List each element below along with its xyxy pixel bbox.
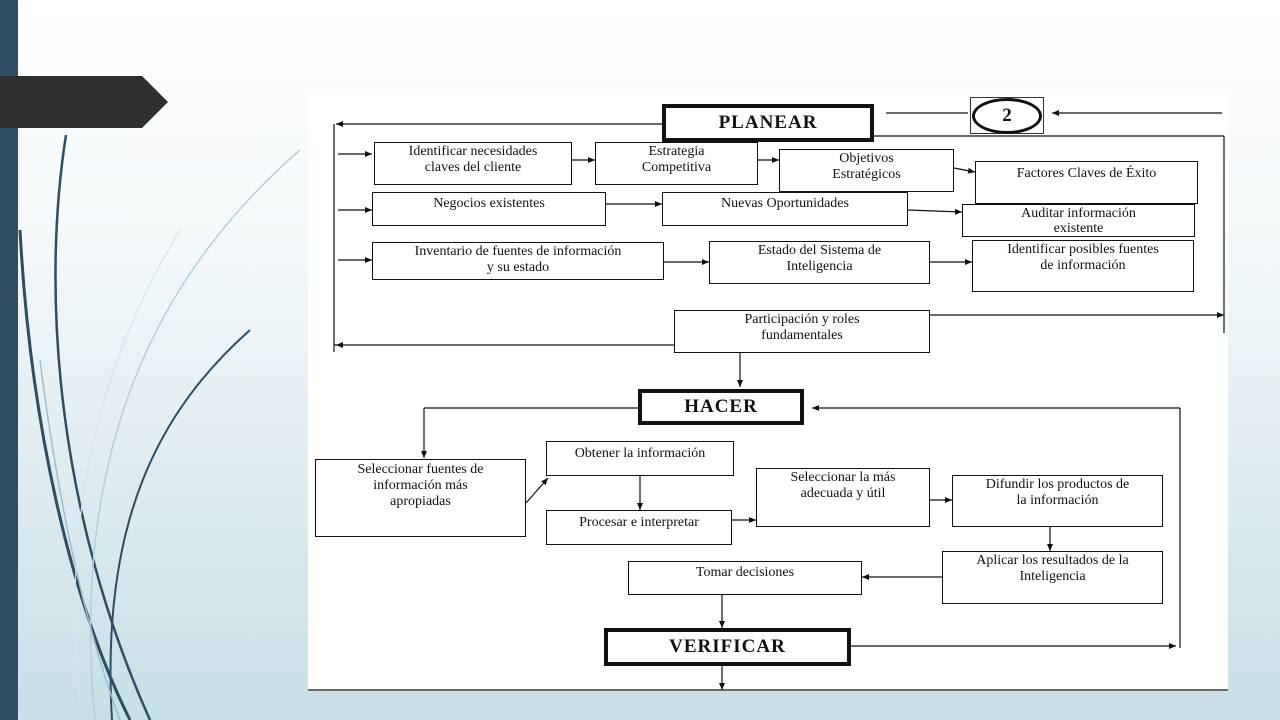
step-identificar-fuentes: Identificar posibles fuentes de informac… bbox=[972, 240, 1194, 292]
stage-verificar: VERIFICAR bbox=[604, 628, 851, 666]
step-inventario-fuentes: Inventario de fuentes de información y s… bbox=[372, 242, 664, 280]
step-participacion-roles: Participación y roles fundamentales bbox=[674, 310, 930, 353]
step-difundir-productos: Difundir los productos de la información bbox=[952, 475, 1163, 527]
decorative-swooshes bbox=[18, 134, 301, 720]
step-objetivos-estrategicos: Objetivos Estratégicos bbox=[779, 149, 954, 192]
step-factores-claves: Factores Claves de Éxito bbox=[975, 161, 1198, 204]
step-estrategia-competitiva: Estrategia Competitiva bbox=[595, 142, 758, 185]
step-tomar-decisiones: Tomar decisiones bbox=[628, 561, 862, 595]
step-aplicar-resultados: Aplicar los resultados de la Inteligenci… bbox=[942, 551, 1163, 604]
step-procesar-interpretar: Procesar e interpretar bbox=[546, 510, 732, 545]
step-negocios-existentes: Negocios existentes bbox=[372, 192, 606, 226]
step-nuevas-oportunidades: Nuevas Oportunidades bbox=[662, 192, 908, 226]
left-accent-stripe bbox=[0, 0, 18, 720]
step-obtener-informacion: Obtener la información bbox=[546, 441, 734, 476]
step-identificar-necesidades: Identificar necesidades claves del clien… bbox=[374, 142, 572, 185]
step-seleccionar-adecuada: Seleccionar la más adecuada y útil bbox=[756, 468, 930, 527]
stage-hacer: HACER bbox=[638, 389, 804, 425]
cycle-number: 2 bbox=[972, 98, 1042, 134]
step-seleccionar-fuentes: Seleccionar fuentes de información más a… bbox=[315, 459, 526, 537]
step-auditar-informacion: Auditar información existente bbox=[962, 204, 1195, 237]
stage-planear: PLANEAR bbox=[662, 104, 874, 142]
step-estado-sistema: Estado del Sistema de Inteligencia bbox=[709, 241, 930, 284]
title-tab-shape bbox=[0, 76, 168, 128]
